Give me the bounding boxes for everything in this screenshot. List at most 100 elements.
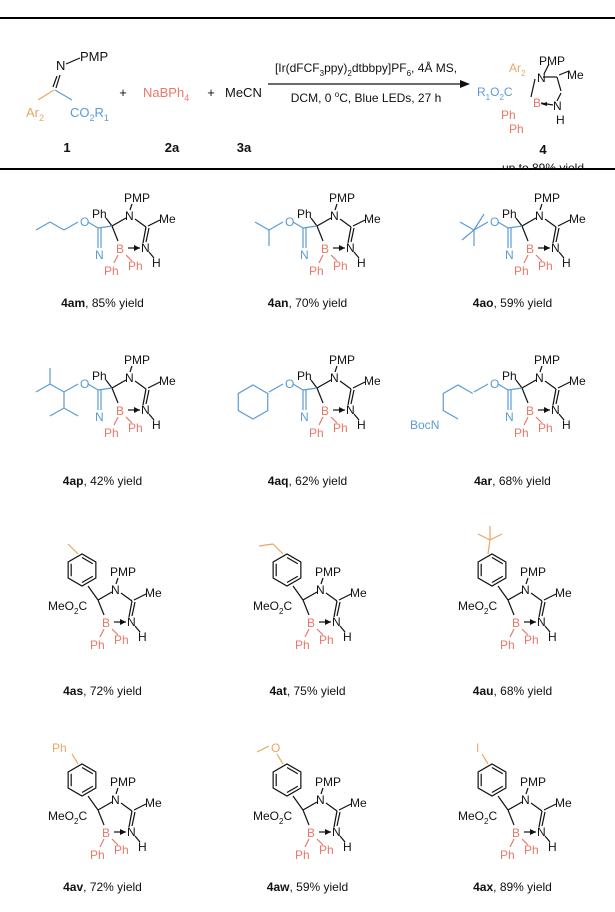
compound-yield: , 70% yield bbox=[288, 296, 348, 310]
bond-n-c bbox=[339, 218, 352, 228]
bond-c-b bbox=[507, 809, 515, 826]
reactant-imine: N PMP Ar2 CO2R1 1 bbox=[26, 49, 109, 155]
compound-id: 4av bbox=[63, 880, 84, 894]
bond-n-pmp bbox=[129, 365, 133, 373]
tbu-bond bbox=[487, 539, 491, 555]
bond-b-ph1 bbox=[113, 416, 119, 426]
bond-n-pmp bbox=[334, 365, 338, 373]
ring-me: Me bbox=[555, 586, 572, 600]
dative-arrowhead bbox=[120, 619, 126, 625]
bond-line bbox=[63, 407, 79, 417]
bond-me bbox=[338, 593, 352, 601]
ring-b: B bbox=[307, 616, 315, 630]
ring-n2: N bbox=[127, 615, 136, 629]
ring-ph-b1: Ph bbox=[104, 426, 119, 440]
ring-me: Me bbox=[145, 586, 162, 600]
ring-n2: N bbox=[537, 825, 546, 839]
ring-n1: N bbox=[535, 209, 544, 223]
ring-n1: N bbox=[521, 793, 530, 807]
bond-nh bbox=[544, 625, 551, 633]
ester-o: O bbox=[80, 377, 89, 391]
ester-o: O bbox=[285, 215, 294, 229]
bond-b-ph2 bbox=[111, 628, 119, 636]
compound-yield: , 89% yield bbox=[493, 880, 552, 894]
bond-c-ph bbox=[310, 217, 318, 227]
label-4: 4 bbox=[539, 142, 547, 157]
ring-h: H bbox=[357, 418, 366, 432]
ring-b: B bbox=[116, 242, 124, 256]
bond-b-ph2 bbox=[330, 254, 338, 262]
ring-ph-c: Ph bbox=[92, 207, 107, 221]
bond-c-n2 bbox=[333, 600, 338, 618]
bond-line bbox=[254, 221, 270, 231]
bond-n-c bbox=[325, 592, 338, 602]
ar2-sub: 2 bbox=[39, 113, 44, 123]
ring-me: Me bbox=[145, 796, 162, 810]
bond-line bbox=[459, 221, 475, 231]
co2r1-text: CO bbox=[70, 105, 90, 120]
compound-yield: , 72% yield bbox=[83, 880, 142, 894]
svg-text:R1O2C: R1O2C bbox=[477, 85, 513, 102]
bond-c-ph bbox=[105, 379, 113, 389]
reactant-mecn: MeCN 3a bbox=[225, 85, 262, 155]
bond-c-n2 bbox=[347, 226, 352, 244]
compound-yield: , 72% yield bbox=[83, 684, 142, 698]
bond-line bbox=[63, 383, 79, 393]
ester-o: O bbox=[490, 377, 499, 391]
bond-line bbox=[49, 383, 65, 393]
bond-me bbox=[543, 803, 557, 811]
bond-me bbox=[557, 219, 571, 227]
ring-n1: N bbox=[111, 793, 120, 807]
aryl-methyl bbox=[67, 543, 79, 555]
ring-ph-c: Ph bbox=[297, 207, 312, 221]
ring-h: H bbox=[562, 418, 571, 432]
ring-ph-b1: Ph bbox=[295, 638, 310, 652]
bond-n-pmp bbox=[525, 787, 529, 795]
compound-yield: , 59% yield bbox=[493, 296, 553, 310]
bond-c-n bbox=[507, 591, 523, 601]
compound-label-4am: 4am, 85% yield bbox=[0, 296, 205, 310]
ring-h: H bbox=[548, 630, 557, 644]
bond-c-n bbox=[302, 801, 318, 811]
bond-nh bbox=[134, 835, 141, 843]
bond-n-c bbox=[544, 380, 557, 390]
bond-n-pmp bbox=[115, 787, 119, 795]
compound-id: 4aq bbox=[267, 474, 289, 488]
ring-b: B bbox=[321, 404, 329, 418]
bond-c-n2-double bbox=[336, 601, 341, 617]
ring-n1: N bbox=[316, 583, 325, 597]
bond-line bbox=[473, 383, 489, 393]
product-yield: up to 89% yield bbox=[502, 161, 584, 170]
bond-c-n2-double bbox=[350, 389, 355, 405]
ring-n1: N bbox=[125, 371, 134, 385]
ring-pmp: PMP bbox=[534, 353, 560, 367]
bond-line bbox=[477, 533, 491, 541]
ring-ph-b1: Ph bbox=[500, 638, 515, 652]
compound-id: 4as bbox=[63, 684, 84, 698]
bond-line bbox=[49, 221, 65, 231]
aryl-o-label: O bbox=[271, 741, 280, 755]
label-2a: 2a bbox=[165, 140, 180, 155]
ring-me: Me bbox=[159, 374, 176, 388]
bond-c-n2-double bbox=[131, 601, 136, 617]
bond-c-n bbox=[302, 591, 318, 601]
bond-n-c bbox=[120, 592, 133, 602]
bond-c-b bbox=[507, 599, 515, 616]
product-4: PMP N Me N H Ar2 R1O2C B Ph Ph 4 up to 8… bbox=[477, 54, 584, 170]
aryl-i-bond bbox=[481, 753, 489, 765]
bond-c-n bbox=[111, 379, 127, 389]
reaction-scheme: N PMP Ar2 CO2R1 1 + NaBPh4 2a + MeCN 3a … bbox=[26, 49, 584, 170]
bond-b-ph1 bbox=[113, 254, 119, 264]
condition-line-1: [Ir(dFCF3ppy)2dtbbpy]PF6, 4Å MS, bbox=[275, 60, 457, 78]
ar2-text: Ar bbox=[26, 105, 40, 120]
ring-ph-c: Ph bbox=[297, 369, 312, 383]
bond-c-n bbox=[111, 217, 127, 227]
bond-c-n bbox=[316, 217, 332, 227]
bond-line bbox=[473, 221, 489, 231]
ring-b: B bbox=[321, 242, 329, 256]
ring-ph-c: Ph bbox=[502, 369, 517, 383]
bond-n-c bbox=[134, 218, 147, 228]
aryl-ring bbox=[67, 763, 97, 797]
co2me-label: MeO2C bbox=[458, 809, 497, 826]
